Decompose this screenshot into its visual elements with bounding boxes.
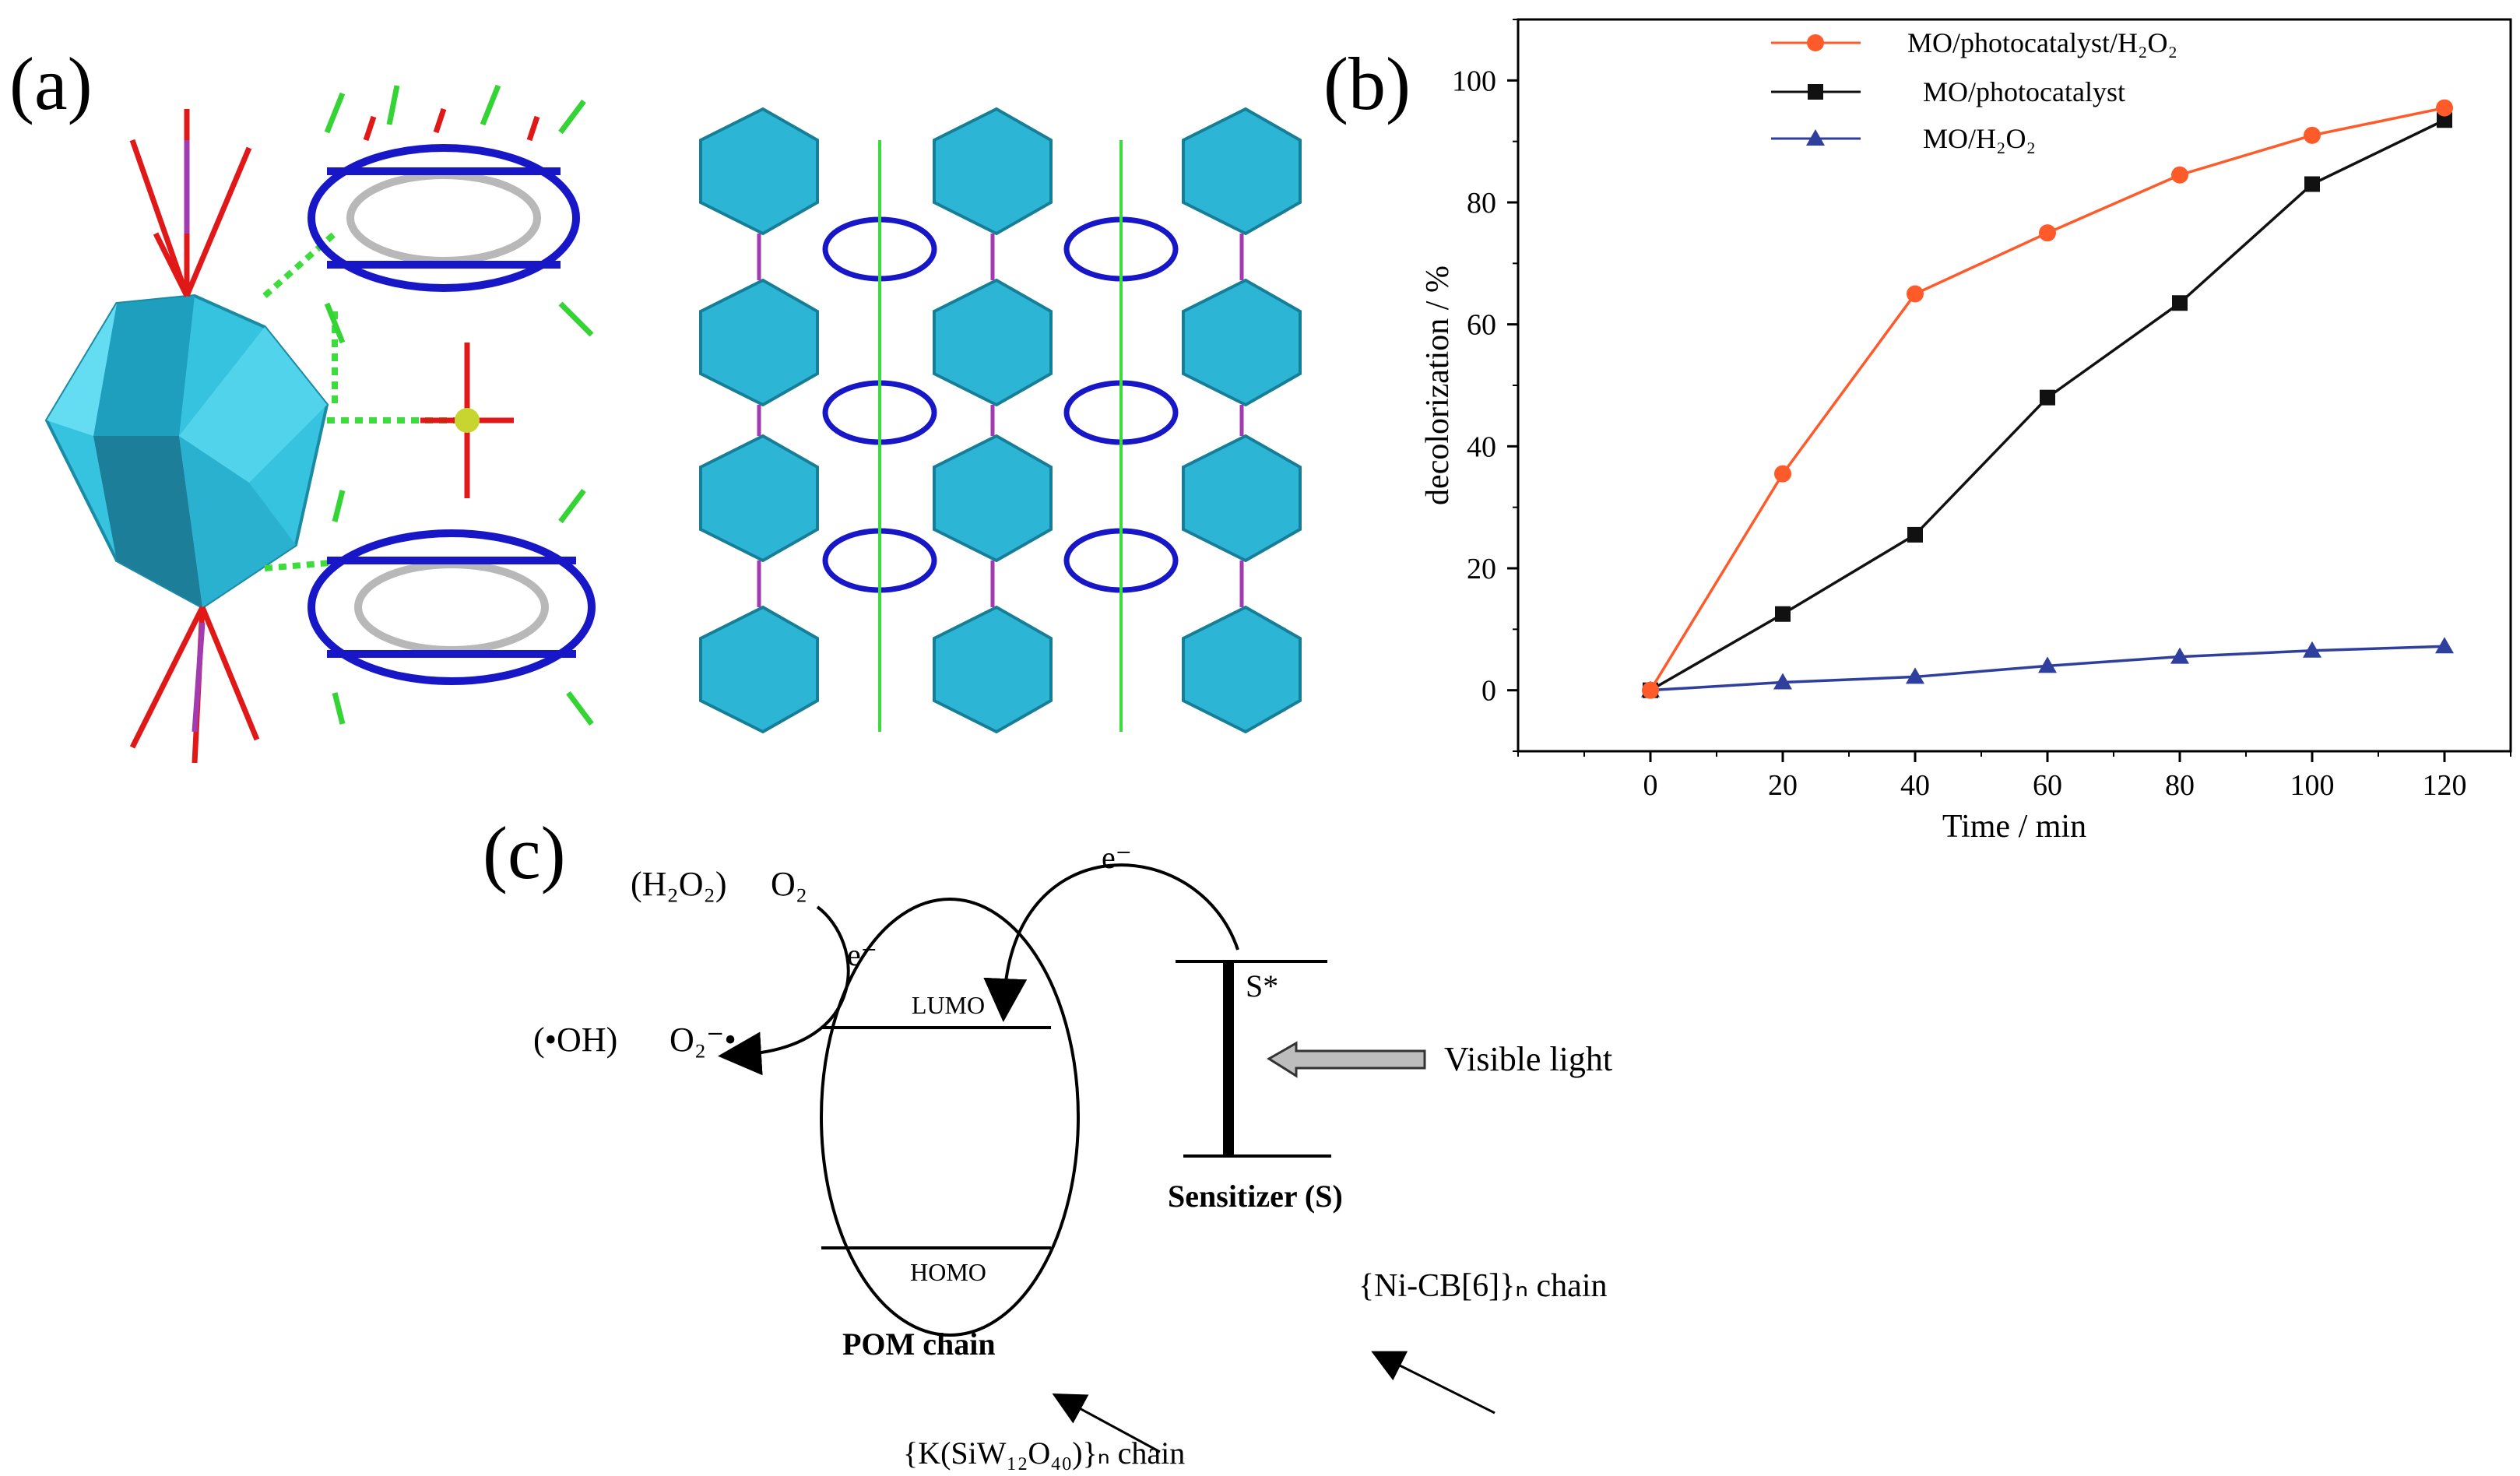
data-point [1775,606,1791,622]
electron-top-label: e⁻ [1102,840,1132,875]
sensitizer-label: Sensitizer (S) [1168,1179,1343,1214]
pom-cluster [44,109,329,764]
ni-chain-pointer [1371,1351,1495,1414]
y-axis-label: decolorization / % [1420,265,1456,505]
x-tick-label: 20 [1768,769,1798,802]
k-chain-label: {K(SiW₁₂O₄₀)}ₙ chain [903,1436,1185,1471]
data-point [1906,667,1924,684]
legend-label: MO/photocatalyst [1923,76,2125,107]
x-tick-label: 80 [2165,769,2195,802]
panel-b-label: (b) [1323,42,1411,125]
panel-a-label: (a) [9,42,93,125]
x-tick-label: 60 [2033,769,2062,802]
y-tick-label: 40 [1467,430,1496,463]
data-point [2040,389,2055,406]
pom-band-ellipse [820,898,1080,1337]
data-point [1773,673,1792,690]
x-tick-label: 100 [2290,769,2335,802]
x-tick-label: 120 [2423,769,2467,802]
ni-chain-label: {Ni-CB[6]}ₙ chain [1358,1268,1608,1304]
data-point [2039,224,2056,242]
k-chain-pointer [1052,1393,1161,1453]
data-point [1907,526,1923,543]
superoxide-label: O₂⁻• [670,1021,736,1059]
crystal-structure-image [44,84,1302,764]
y-tick-label: 100 [1452,65,1496,97]
y-tick-label: 20 [1467,553,1496,585]
oh-radical-label: (•OH) [533,1021,617,1059]
data-point [2436,99,2453,117]
homo-label: HOMO [910,1258,986,1286]
y-tick-label: 60 [1467,309,1496,342]
electron-left-label: e⁻ [847,937,877,972]
data-point [2038,656,2057,673]
x-tick-label: 0 [1643,769,1658,802]
lumo-label: LUMO [912,991,985,1019]
data-point [2172,295,2188,311]
legend-label: MO/photocatalyst/H₂O₂ [1907,27,2177,58]
x-axis-label: Time / min [1942,809,2086,845]
data-point [2304,176,2320,192]
cucurbituril-bottom [308,488,596,726]
legend-label: MO/H₂O₂ [1923,123,2036,154]
data-point [1808,84,1823,100]
packing-view [699,107,1302,734]
cucurbituril-top [308,84,594,344]
data-point [1807,34,1824,51]
pom-chain-label: POM chain [842,1327,996,1362]
mechanism-diagram: LUMO HOMO S* Visible light e⁻ e⁻ (H₂O₂) … [533,840,1612,1471]
sulfate-group [420,343,514,498]
data-point [2303,641,2321,658]
data-point [2304,126,2321,144]
visible-light-label: Visible light [1444,1040,1612,1078]
y-tick-label: 80 [1467,187,1496,220]
data-point [2171,166,2188,184]
o2-label: O₂ [771,865,807,903]
data-point [2435,637,2454,654]
data-point [1907,285,1924,303]
oxygen-reduction-arrow [718,905,850,1076]
h2o2-label: (H₂O₂) [631,865,727,903]
x-tick-label: 40 [1900,769,1930,802]
visible-light-arrow [1267,1041,1426,1078]
y-tick-label: 0 [1481,675,1496,708]
data-point [1642,681,1659,699]
s-star-label: S* [1246,968,1278,1003]
data-point [2437,112,2452,128]
data-point [1806,129,1825,146]
electron-transfer-arrow [983,863,1239,1022]
panel-a: (a) [0,0,1370,778]
panel-c-label: (c) [483,811,566,894]
data-point [2170,647,2189,664]
data-point [1774,465,1791,483]
panel-c: (c) LUMO HOMO S* Visible light e⁻ e⁻ (H₂… [389,810,1713,1472]
